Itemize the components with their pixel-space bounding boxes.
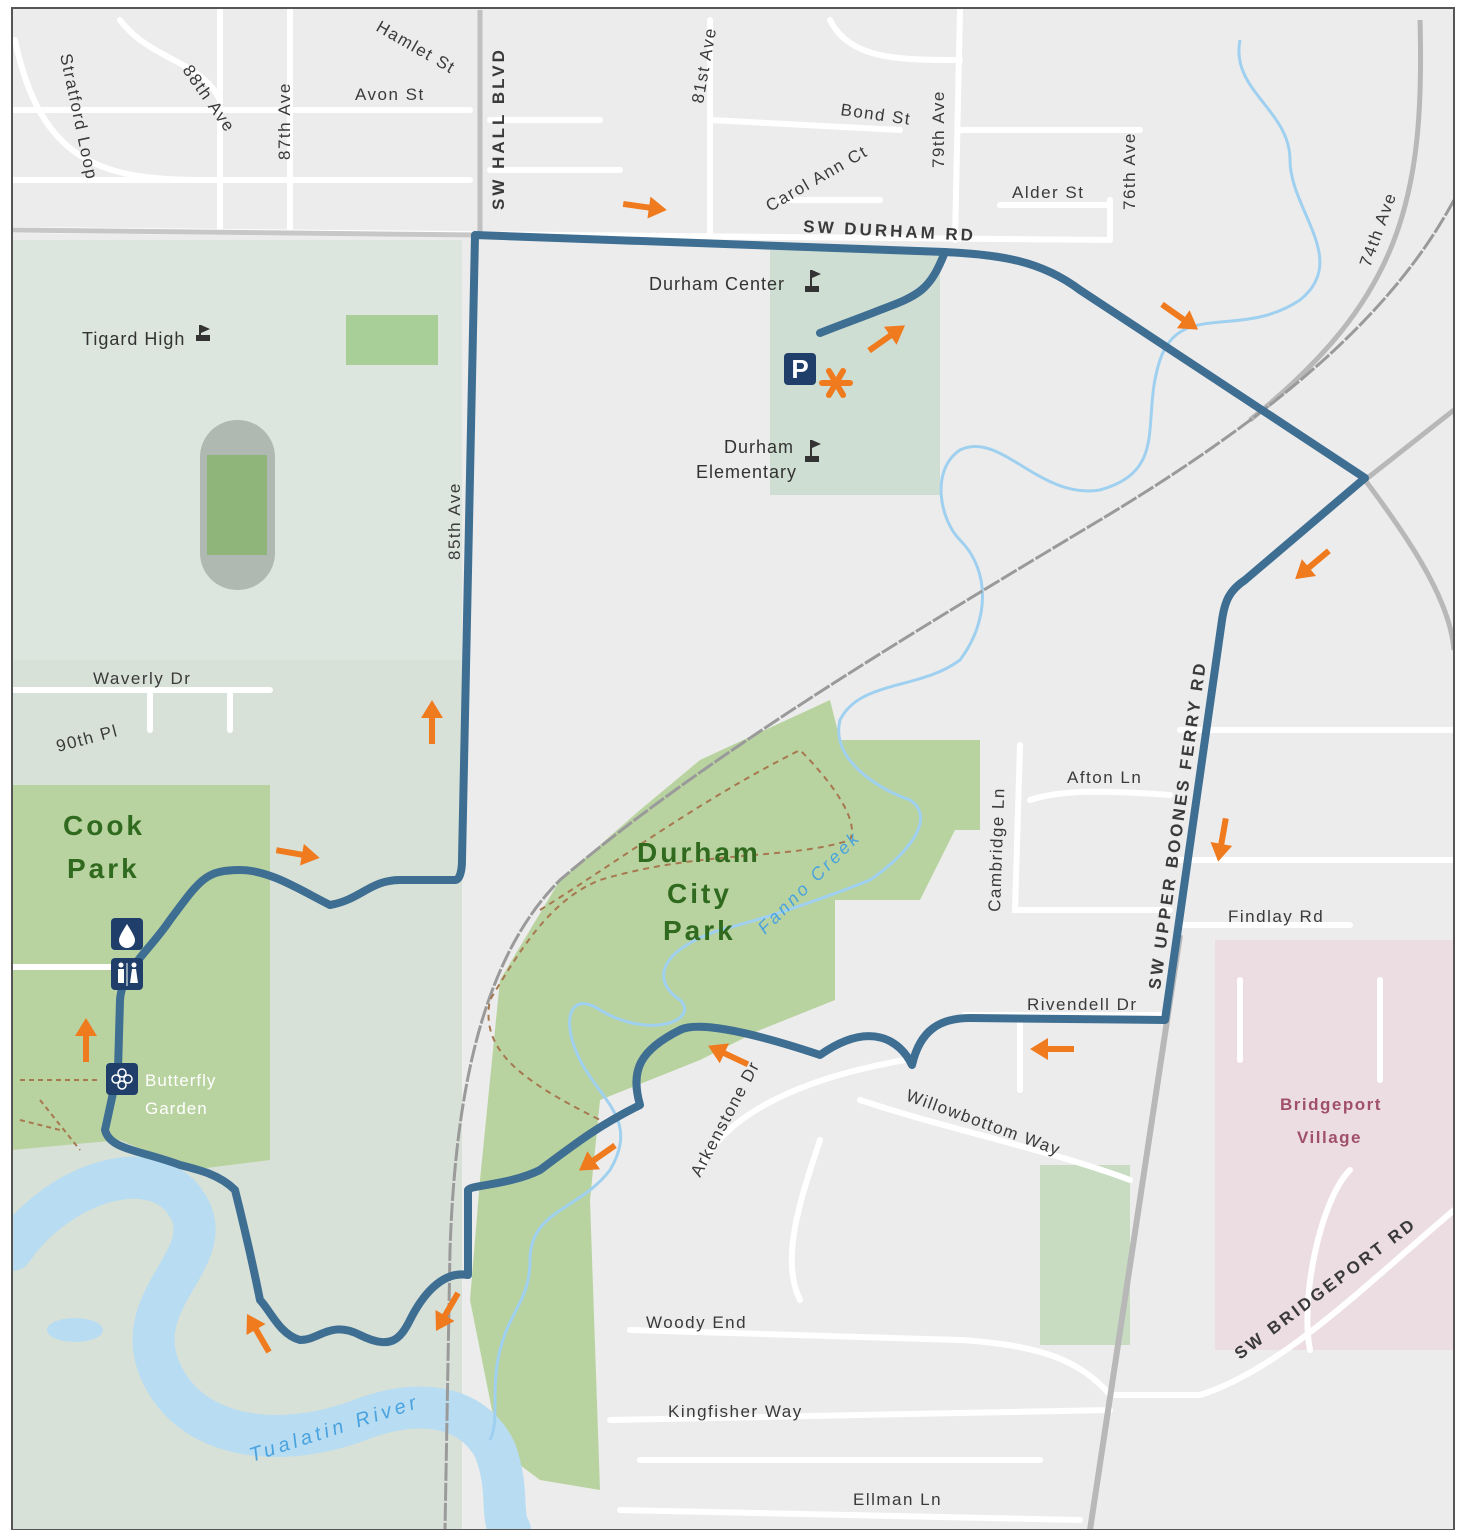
label-durham-city-park-line3: Park — [663, 915, 736, 946]
street-label-alder-st: Alder St — [1012, 183, 1084, 202]
street-label-79th-ave: 79th Ave — [929, 90, 948, 168]
map-frame — [11, 7, 1455, 1530]
street-label-85th-ave: 85th Ave — [445, 482, 464, 560]
walking-route — [101, 231, 1369, 1347]
street-label-avon-st: Avon St — [355, 85, 425, 104]
label-durham-elementary-line1: Durham — [724, 437, 794, 457]
street-label-76th-ave: 76th Ave — [1120, 132, 1139, 210]
durham-rd-road — [12, 227, 481, 238]
school-flag-icon — [805, 270, 821, 292]
label-durham-elementary-line2: Elementary — [696, 462, 797, 482]
74th-ave-road — [1248, 19, 1424, 422]
label-butterfly-garden-line1: Butterfly — [145, 1071, 216, 1090]
label-cook-park-line2: Park — [67, 853, 140, 884]
track-infield — [207, 455, 267, 555]
street-label-waverly-dr: Waverly Dr — [93, 669, 191, 688]
drinking-water-icon — [111, 918, 143, 950]
street-label-kingfisher-way: Kingfisher Way — [668, 1402, 803, 1421]
east-road — [1363, 408, 1454, 482]
label-bridgeport-village-line2: Village — [1297, 1128, 1362, 1147]
street-label-findlay-rd: Findlay Rd — [1228, 907, 1324, 926]
label-cook-park-line1: Cook — [63, 810, 145, 841]
railroad — [443, 199, 1454, 1530]
tualatin-river — [12, 1156, 531, 1530]
sports-field — [346, 315, 438, 365]
label-butterfly-garden-line2: Garden — [145, 1099, 208, 1118]
street-label-afton-ln: Afton Ln — [1067, 768, 1142, 787]
label-durham-city-park-line2: City — [667, 878, 732, 909]
butterfly-garden-icon — [106, 1063, 138, 1095]
parking-icon: P — [784, 353, 816, 385]
school-flag-icon — [196, 325, 210, 341]
cook-park-trails — [19, 1079, 100, 1151]
restroom-icon — [111, 958, 143, 990]
street-label-woody-end: Woody End — [646, 1313, 747, 1332]
school-flag-icon — [805, 440, 821, 462]
street-label-hall-blvd: SW HALL BLVD — [489, 47, 508, 210]
pond — [47, 1318, 103, 1342]
start-asterisk-icon — [819, 368, 853, 398]
durham-city-park-green — [470, 700, 980, 1490]
bridgeport-village-area — [1215, 940, 1454, 1350]
east-road-south — [1362, 478, 1454, 651]
street-label-cambridge-ln: Cambridge Ln — [985, 787, 1008, 912]
svg-text:P: P — [791, 354, 808, 384]
fanno-creek — [488, 39, 1322, 1441]
street-label-ellman-ln: Ellman Ln — [853, 1490, 942, 1509]
street-label-87th-ave: 87th Ave — [275, 82, 294, 160]
label-durham-center: Durham Center — [649, 274, 785, 294]
label-bridgeport-village-line1: Bridgeport — [1280, 1095, 1382, 1114]
walking-route-spur — [816, 248, 949, 337]
street-label-rivendell-dr: Rivendell Dr — [1027, 995, 1138, 1014]
label-durham-city-park-line1: Durham — [637, 837, 761, 868]
label-tigard-high: Tigard High — [82, 329, 185, 349]
greenspace-east — [1040, 1165, 1130, 1345]
